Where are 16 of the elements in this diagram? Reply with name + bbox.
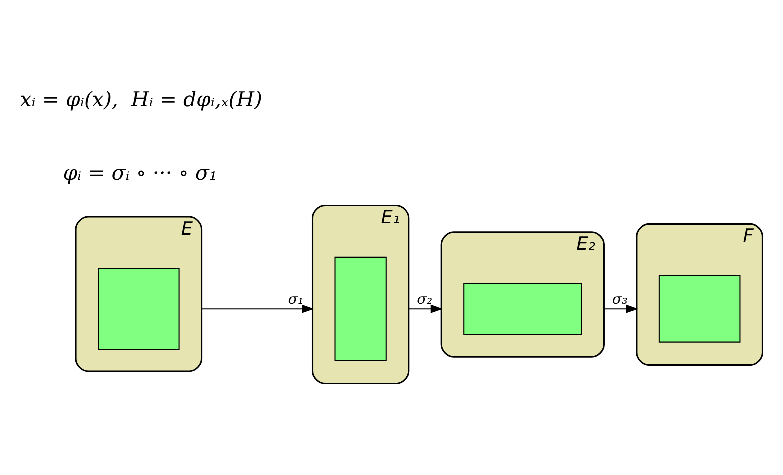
arrow <box>202 304 314 313</box>
edge-label: σ₂ <box>417 292 433 308</box>
node-box <box>334 256 387 361</box>
label: xᵢ = φᵢ(x), Hᵢ = dφᵢ,ₓ(H) <box>20 87 262 112</box>
cluster: F <box>636 222 764 366</box>
cluster: E <box>75 216 203 372</box>
node-box <box>658 274 741 342</box>
arrow <box>408 304 444 313</box>
node-box <box>464 282 582 335</box>
arrow <box>604 304 638 313</box>
label: φᵢ = σᵢ ∘ ··· ∘ σ₁ <box>63 160 218 185</box>
edge-label: σ₁ <box>288 292 304 308</box>
node-box <box>98 268 180 350</box>
edge-label: σ₃ <box>612 292 628 308</box>
cluster: E₂ <box>440 231 605 358</box>
cluster: E₁ <box>312 204 410 384</box>
